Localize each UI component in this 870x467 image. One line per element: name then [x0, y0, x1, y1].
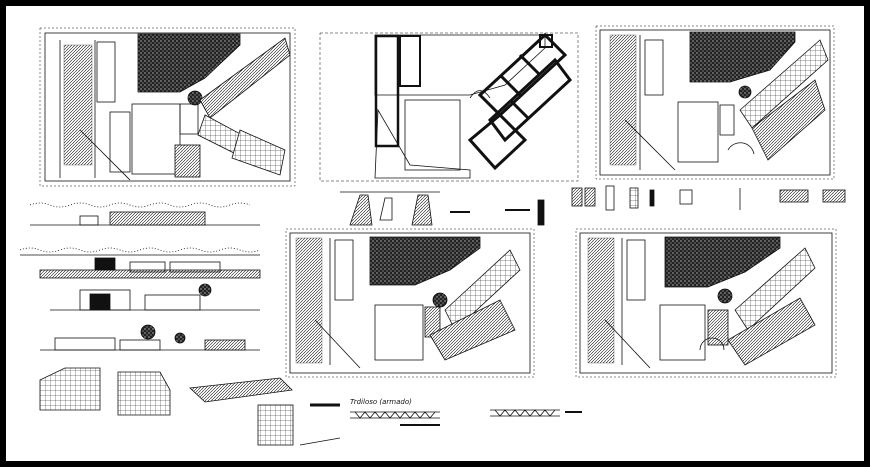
annotation-label: Trdiloso (armado)	[350, 398, 412, 406]
bottom-details	[257, 403, 582, 446]
floor-plan-4	[285, 228, 535, 378]
floor-plan-5	[575, 228, 837, 378]
floor-plan-3	[595, 25, 835, 180]
roof-details	[39, 367, 293, 416]
section-details	[340, 185, 846, 226]
elevations	[19, 202, 261, 351]
floor-plan-1	[39, 27, 296, 187]
floor-plan-2	[319, 32, 579, 182]
